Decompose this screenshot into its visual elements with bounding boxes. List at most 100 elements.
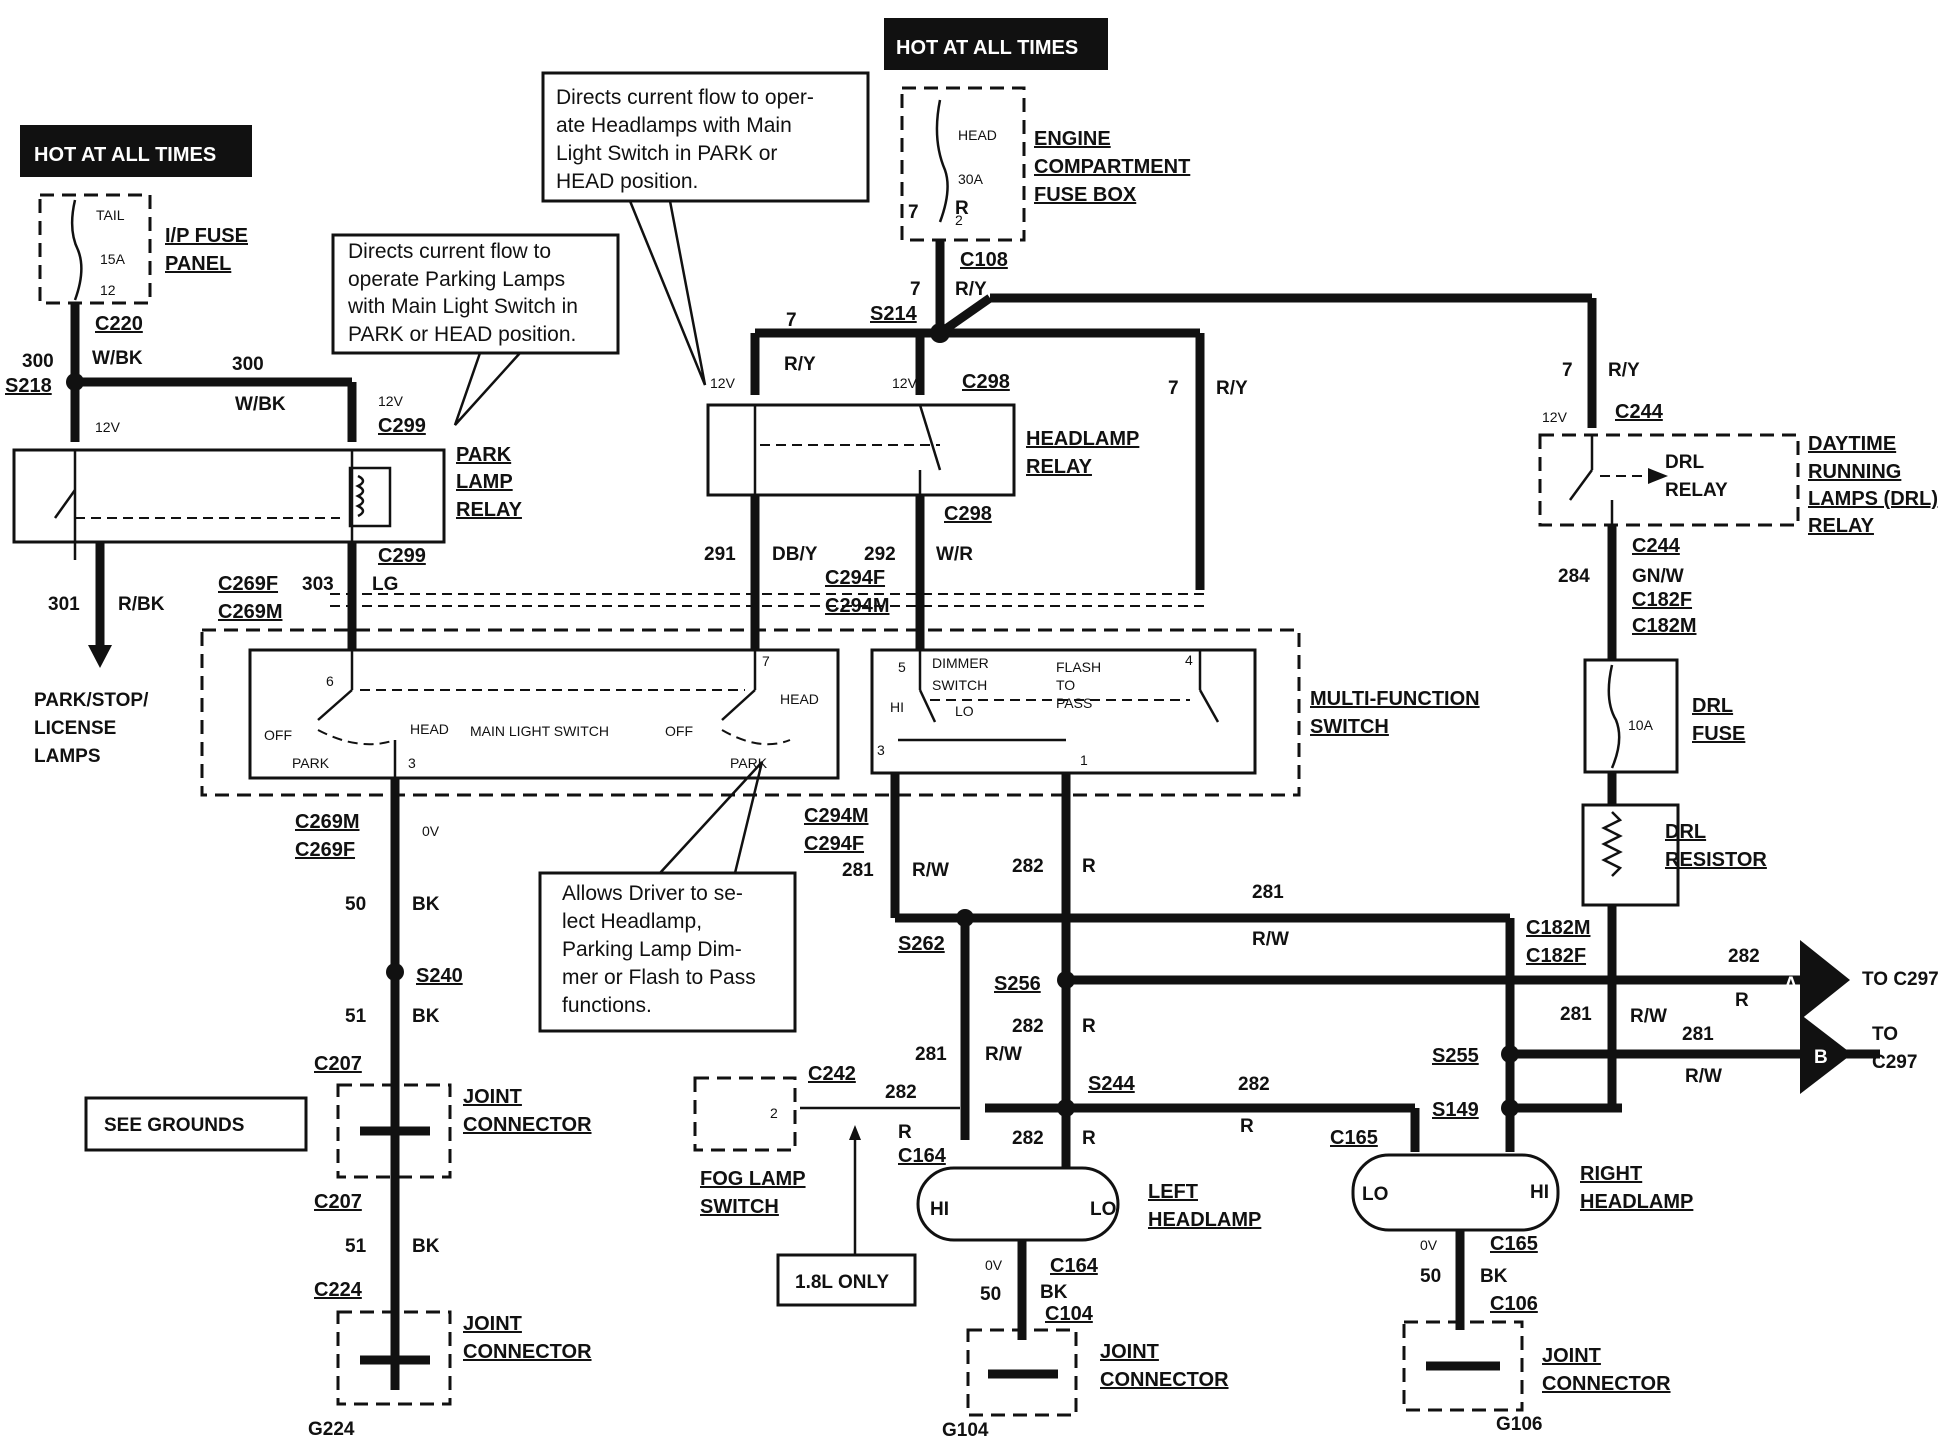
drl-relay xyxy=(1538,433,1800,527)
c108: C108 xyxy=(960,249,1008,271)
c294m-top: C294M xyxy=(825,595,889,617)
c299-bottom: C299 xyxy=(378,545,426,567)
headlamp-relay xyxy=(706,403,1016,497)
left-hl-label1: LEFT xyxy=(1148,1181,1198,1203)
drl-fuse-label1: DRL xyxy=(1692,695,1733,717)
drl-relay-name1: DRL xyxy=(1665,452,1704,473)
v12-head-b: 12V xyxy=(892,375,918,391)
head-relay-label2: RELAY xyxy=(1026,456,1093,478)
c165-top: C165 xyxy=(1330,1127,1378,1149)
c207-bottom: C207 xyxy=(314,1191,362,1213)
drl-label1: DAYTIME xyxy=(1808,433,1896,455)
multi-function-switch xyxy=(200,628,1301,797)
joint-connector-3 xyxy=(966,1328,1078,1417)
park-lamp-relay xyxy=(12,448,446,544)
s256-label: S256 xyxy=(994,973,1041,995)
r-a: R xyxy=(1082,856,1096,877)
main-light-switch xyxy=(248,648,840,780)
ip-fuse-amps: 15A xyxy=(100,251,126,267)
c269f-top: C269F xyxy=(218,573,278,595)
drl-fuse xyxy=(1583,658,1679,774)
note-park-3: with Main Light Switch in xyxy=(347,295,578,318)
note-park-2: operate Parking Lamps xyxy=(348,268,565,291)
drl-res-label2: RESISTOR xyxy=(1665,849,1767,871)
w281-d: 281 xyxy=(1560,1004,1592,1025)
c182m-bottom: C182M xyxy=(1526,917,1590,939)
c182f-bottom: C182F xyxy=(1526,945,1586,967)
bk-b: BK xyxy=(412,1006,440,1027)
mfs-hi: HI xyxy=(890,699,904,715)
rbk: R/BK xyxy=(118,594,165,615)
left-hl-lo: LO xyxy=(1090,1199,1116,1220)
w291: 291 xyxy=(704,544,736,565)
w282-c: 282 xyxy=(1238,1074,1270,1095)
note-driver-2: lect Headlamp, xyxy=(562,910,702,933)
ip-fuse-label1: I/P FUSE xyxy=(165,225,248,247)
w282-fog: 282 xyxy=(885,1082,917,1103)
arrow-b-label: B xyxy=(1814,1047,1828,1068)
s240-label: S240 xyxy=(416,965,463,987)
mfs-off-b: OFF xyxy=(665,723,693,739)
s218-label: S218 xyxy=(5,375,52,397)
c298-top: C298 xyxy=(962,371,1010,393)
note-park xyxy=(331,233,620,355)
see-grounds: SEE GROUNDS xyxy=(104,1115,244,1136)
c207-top: C207 xyxy=(314,1053,362,1075)
g104: G104 xyxy=(942,1420,989,1440)
fog-label2: SWITCH xyxy=(700,1196,779,1218)
ry-a: R/Y xyxy=(955,279,987,300)
mfs-off-a: OFF xyxy=(264,727,292,743)
engine-fuse-amps: 30A xyxy=(958,171,984,187)
ry-b: R/Y xyxy=(784,354,816,375)
v12-drl: 12V xyxy=(1542,409,1568,425)
w281-e: 281 xyxy=(1682,1024,1714,1045)
w282-d: 282 xyxy=(1012,1128,1044,1149)
s244-label: S244 xyxy=(1088,1073,1136,1095)
w7-a: 7 xyxy=(910,279,921,300)
head-relay-label1: HEADLAMP xyxy=(1026,428,1139,450)
joint4-l1: JOINT xyxy=(1542,1345,1601,1367)
c182f-top: C182F xyxy=(1632,589,1692,611)
c165-bottom: C165 xyxy=(1490,1233,1538,1255)
fog-label1: FOG LAMP xyxy=(700,1168,806,1190)
mfs-dimmer1: DIMMER xyxy=(932,655,989,671)
joint1-l1: JOINT xyxy=(463,1086,522,1108)
hot-banner-left xyxy=(20,125,252,177)
right-hl-hi: HI xyxy=(1530,1182,1549,1203)
drl-res-label1: DRL xyxy=(1665,821,1706,843)
drl-label4: RELAY xyxy=(1808,515,1875,537)
right-hl-label1: RIGHT xyxy=(1580,1163,1642,1185)
c224: C224 xyxy=(314,1279,363,1301)
w281-a: 281 xyxy=(842,860,874,881)
mfs-lo: LO xyxy=(955,703,974,719)
dby: DB/Y xyxy=(772,544,818,565)
ov-a: 0V xyxy=(422,823,440,839)
engine-fuse-label2: COMPARTMENT xyxy=(1034,156,1190,178)
joint3-l2: CONNECTOR xyxy=(1100,1369,1229,1391)
note-park-1: Directs current flow to xyxy=(348,240,551,263)
joint2-l1: JOINT xyxy=(463,1313,522,1335)
note-head-4: HEAD position. xyxy=(556,170,698,193)
mfs-label2: SWITCH xyxy=(1310,716,1389,738)
joint4-l2: CONNECTOR xyxy=(1542,1373,1671,1395)
fog-note: 1.8L ONLY xyxy=(795,1272,889,1293)
c164-top: C164 xyxy=(898,1145,947,1167)
note-park-4: PARK or HEAD position. xyxy=(348,323,576,346)
hot-banner-top-text: HOT AT ALL TIMES xyxy=(896,37,1078,59)
s240-splice xyxy=(386,963,404,981)
arrow-b xyxy=(1800,1014,1852,1094)
r-c: R xyxy=(1240,1116,1254,1137)
ry-c: R/Y xyxy=(1216,378,1248,399)
w50-c: 50 xyxy=(1420,1266,1441,1287)
drl-fuse-amps: 10A xyxy=(1628,717,1654,733)
mfs-p6: 6 xyxy=(326,673,334,689)
mfs-p7: 7 xyxy=(762,653,770,669)
mfs-dimmer2: SWITCH xyxy=(932,677,987,693)
drl-label3: LAMPS (DRL) xyxy=(1808,488,1938,510)
engine-fuse-label1: ENGINE xyxy=(1034,128,1111,150)
mfs-label1: MULTI-FUNCTION xyxy=(1310,688,1480,710)
dimmer-switch xyxy=(870,648,1257,775)
v12-head-a: 12V xyxy=(710,375,736,391)
right-hl-label2: HEADLAMP xyxy=(1580,1191,1693,1213)
w281-c: 281 xyxy=(915,1044,947,1065)
